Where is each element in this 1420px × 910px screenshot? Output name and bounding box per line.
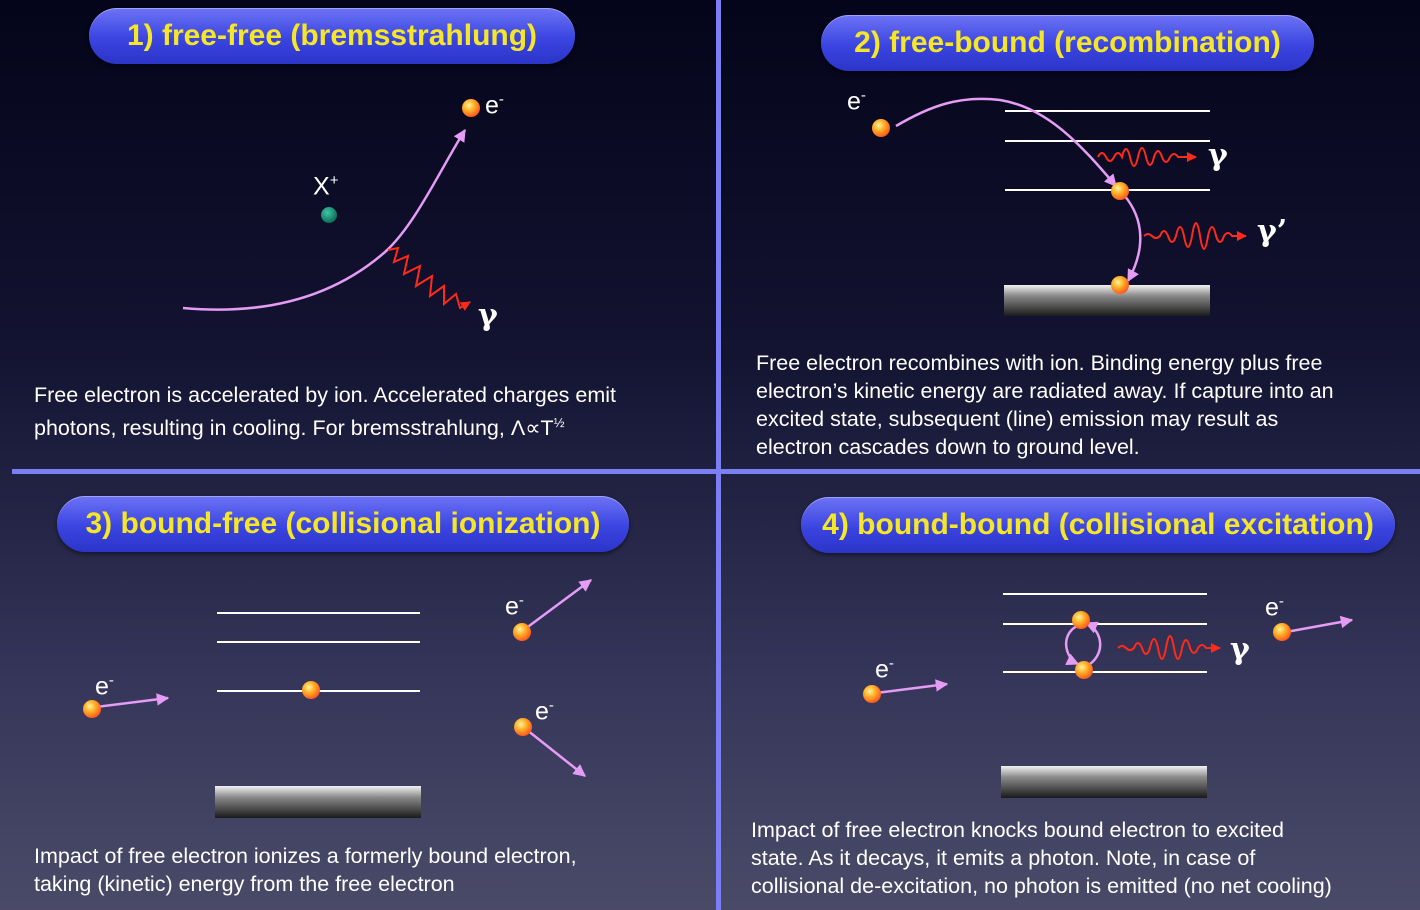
electron-label: e- bbox=[535, 697, 554, 726]
energy-levels bbox=[217, 612, 420, 692]
electron-label: e- bbox=[485, 91, 504, 120]
electron-label: e- bbox=[875, 655, 894, 684]
energy-levels bbox=[1005, 110, 1210, 191]
ground-level-bar bbox=[1001, 766, 1207, 798]
photon-label: γ bbox=[478, 298, 498, 333]
photon-wave bbox=[1143, 222, 1247, 250]
photon-label: γ bbox=[1230, 632, 1250, 667]
vertical-divider bbox=[716, 0, 721, 910]
ground-level-bar bbox=[215, 786, 421, 818]
electron-dot bbox=[1273, 623, 1291, 641]
electron-dot bbox=[83, 700, 101, 718]
panel-title-bound-free: 3) bound-free (collisional ionization) bbox=[57, 496, 629, 552]
energy-levels bbox=[1003, 593, 1207, 673]
outgoing-electron-arrow bbox=[526, 729, 586, 777]
electron-dot bbox=[462, 99, 480, 117]
panel-description: Impact of free electron ionizes a former… bbox=[34, 844, 577, 896]
electron-cascade-path bbox=[1123, 194, 1142, 283]
electron-dot bbox=[1111, 276, 1129, 294]
electron-path bbox=[182, 128, 467, 311]
panel-title-bound-bound: 4) bound-bound (collisional excitation) bbox=[801, 497, 1395, 553]
electron-dot bbox=[1111, 182, 1129, 200]
ion-label: X+ bbox=[313, 172, 339, 201]
excitation-loop bbox=[1065, 624, 1080, 666]
electron-path bbox=[895, 97, 1117, 187]
panel-title-free-bound: 2) free-bound (recombination) bbox=[821, 15, 1314, 71]
outgoing-electron-arrow bbox=[1285, 615, 1354, 634]
panel-description: Impact of free electron knocks bound ele… bbox=[751, 818, 1332, 898]
electron-label: e- bbox=[505, 592, 524, 621]
electron-label: e- bbox=[1265, 593, 1284, 622]
photon-label: γ’ bbox=[1257, 214, 1288, 249]
panel-description: Free electron is accelerated by ion. Acc… bbox=[34, 383, 616, 441]
incoming-electron-arrow bbox=[95, 693, 170, 709]
electron-dot bbox=[514, 718, 532, 736]
panel-description: Free electron recombines with ion. Bindi… bbox=[756, 351, 1334, 459]
incoming-electron-arrow bbox=[875, 679, 949, 695]
ion-dot bbox=[321, 207, 337, 223]
electron-dot bbox=[1072, 611, 1090, 629]
outgoing-electron-arrow bbox=[524, 578, 593, 631]
panel-title-free-free: 1) free-free (bremsstrahlung) bbox=[89, 8, 575, 64]
electron-dot bbox=[513, 623, 531, 641]
electron-dot bbox=[863, 685, 881, 703]
photon-wave bbox=[387, 246, 471, 311]
electron-label: e- bbox=[95, 672, 114, 701]
decay-loop bbox=[1084, 621, 1102, 665]
photon-wave bbox=[1097, 147, 1197, 167]
electron-dot bbox=[872, 119, 890, 137]
electron-dot bbox=[302, 681, 320, 699]
photon-wave bbox=[1117, 635, 1221, 660]
ground-level-bar bbox=[1004, 285, 1210, 316]
photon-label: γ bbox=[1208, 138, 1228, 173]
electron-dot bbox=[1075, 661, 1093, 679]
horizontal-divider bbox=[12, 469, 1420, 474]
electron-label: e- bbox=[847, 87, 866, 116]
